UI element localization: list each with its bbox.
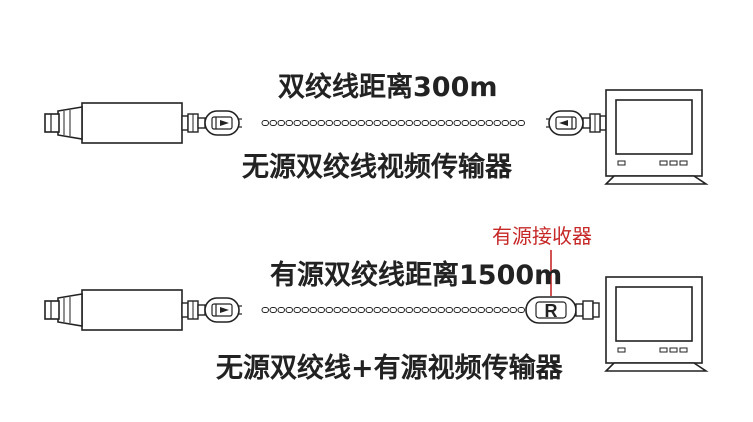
monitor-icon — [605, 89, 707, 185]
balun-icon — [181, 297, 243, 323]
monitor-icon — [605, 276, 707, 372]
top-setup — [44, 89, 707, 185]
balun-icon — [545, 110, 607, 136]
top-device-label: 无源双绞线视频传输器 — [242, 152, 512, 183]
balun-icon — [181, 110, 243, 136]
receiver-callout-label: 有源接收器 — [492, 224, 592, 248]
top-distance-label: 双绞线距离300m — [278, 72, 498, 103]
twisted-pair-cable — [261, 307, 525, 313]
active-receiver-icon: R — [525, 296, 600, 324]
camera-icon — [44, 289, 183, 331]
bottom-distance-label: 有源双绞线距离1500m — [270, 260, 563, 291]
camera-icon — [44, 102, 183, 144]
bottom-device-label: 无源双绞线+有源视频传输器 — [216, 353, 563, 384]
receiver-mark: R — [545, 301, 558, 321]
bottom-setup: R — [44, 276, 707, 372]
twisted-pair-cable — [261, 120, 525, 126]
